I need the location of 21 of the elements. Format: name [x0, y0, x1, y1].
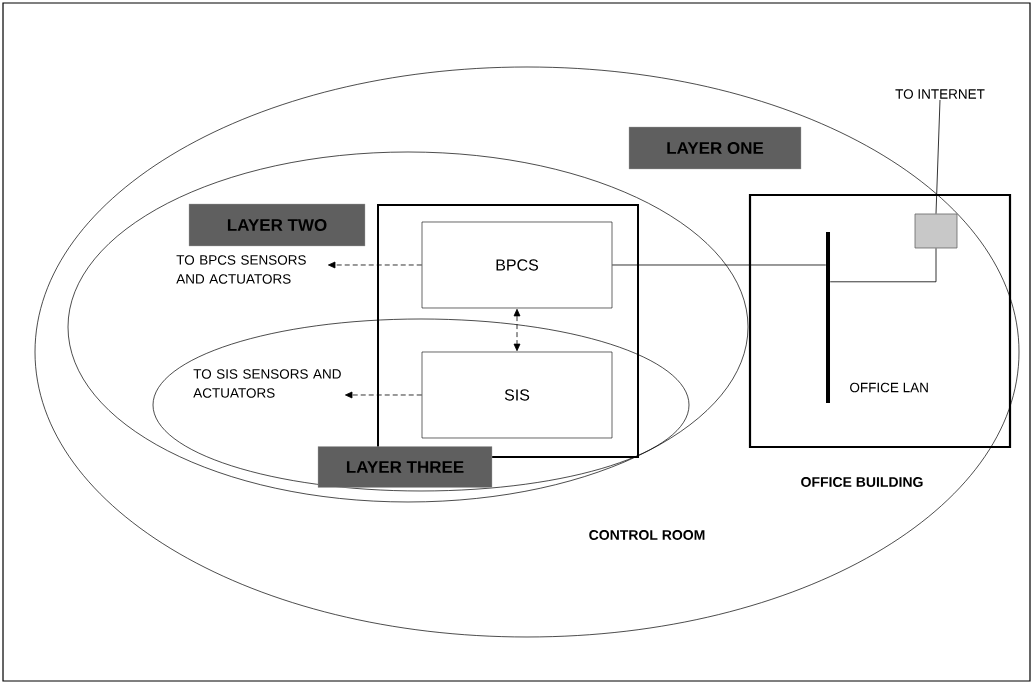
text-label: CONTROL ROOM	[589, 530, 705, 540]
text-label: OFFICE BUILDING	[801, 477, 923, 487]
layer-ellipse	[34, 66, 1020, 638]
text-label: TO SIS SENSORS AND ACTUATORS	[193, 369, 341, 398]
system-box: SIS	[421, 351, 613, 439]
layer-ellipse	[152, 318, 690, 492]
text-label: OFFICE LAN	[850, 382, 928, 393]
layer-tag: LAYER THREE	[317, 446, 493, 488]
connector	[513, 308, 521, 352]
connector	[328, 261, 423, 269]
connector	[829, 248, 937, 283]
router-box	[914, 213, 958, 249]
text-label: TO INTERNET	[895, 89, 985, 99]
layer-tag: LAYER ONE	[628, 126, 802, 170]
layer-tag: LAYER TWO	[188, 203, 366, 247]
system-box: BPCS	[421, 221, 613, 309]
connector	[611, 264, 827, 266]
text-label: TO BPCS SENSORS AND ACTUATORS	[176, 255, 306, 284]
network-bus	[826, 232, 830, 403]
connector	[935, 99, 941, 214]
connector	[345, 391, 423, 399]
